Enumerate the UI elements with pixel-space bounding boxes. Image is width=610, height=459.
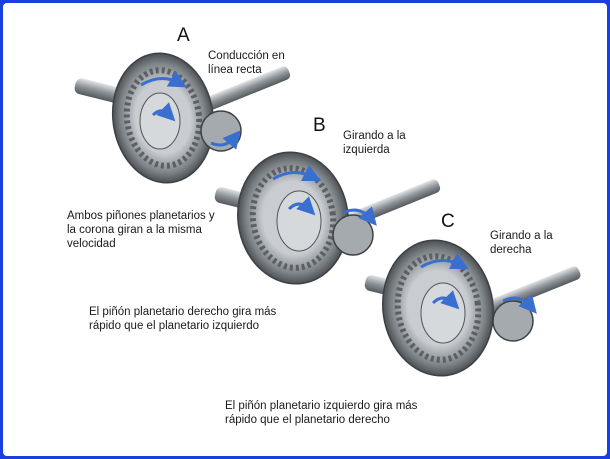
- ring-gear-teeth-a: [123, 67, 203, 169]
- label-title-c: Girando a la derecha: [490, 230, 553, 256]
- diagram-frame: A Conducción en línea recta Ambos piñone…: [3, 3, 607, 456]
- carrier-b: [276, 190, 322, 252]
- label-letter-c: C: [441, 211, 455, 232]
- label-caption-c: El piñón planetario izquierdo gira más r…: [225, 400, 418, 426]
- rotation-arrow-a1: [140, 70, 187, 88]
- rotation-arrow-a3: [210, 130, 241, 150]
- differential-unit-b: [214, 151, 441, 285]
- label-title-a: Conducción en línea recta: [208, 50, 285, 76]
- rotation-arrow-c2: [431, 290, 460, 310]
- pinion-gear-b: [332, 214, 374, 256]
- label-caption-b: El piñón planetario derecho gira más ráp…: [89, 306, 277, 332]
- label-title-b: Girando a la izquierda: [343, 130, 406, 156]
- differential-illustrations: [74, 52, 581, 377]
- rotation-arrow-b3: [342, 206, 377, 226]
- pinion-gear-c: [492, 300, 534, 342]
- rotation-arrow-c1: [420, 252, 470, 270]
- label-letter-b: B: [313, 115, 326, 136]
- carrier-c: [420, 282, 466, 344]
- label-caption-a: Ambos piñones planetarios y la corona gi…: [67, 210, 215, 250]
- ring-gear-teeth-c: [394, 253, 482, 363]
- differential-unit-a: [74, 52, 291, 184]
- differential-unit-c: [364, 239, 581, 377]
- rotation-arrow-b1: [272, 164, 322, 182]
- ring-gear-teeth-b: [249, 165, 337, 271]
- label-letter-a: A: [177, 25, 190, 46]
- rotation-arrow-c3: [502, 294, 537, 314]
- carrier-a: [139, 92, 181, 150]
- rotation-arrow-a2: [151, 102, 176, 122]
- rotation-arrow-b2: [287, 196, 316, 216]
